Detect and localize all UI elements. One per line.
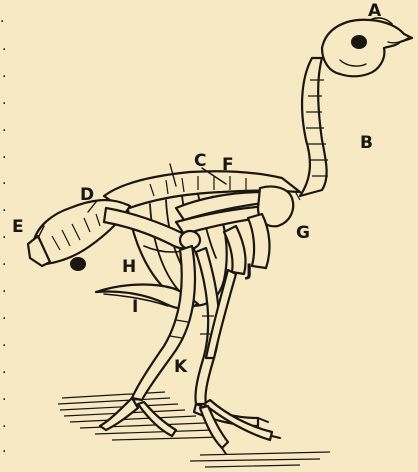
margin-mark: .	[2, 415, 6, 431]
margin-mark: .	[2, 38, 6, 54]
label-h: H	[122, 257, 136, 277]
margin-mark: .	[2, 226, 6, 242]
margin-mark: .	[2, 440, 6, 456]
left-margin-marks: . . . . . . . . . . . . . . . . .	[0, 10, 6, 456]
margin-mark: .	[2, 199, 6, 215]
margin-mark: .	[2, 92, 6, 108]
label-a: A	[368, 1, 382, 21]
label-j: J	[245, 261, 252, 281]
label-d: D	[80, 185, 94, 205]
margin-mark: .	[2, 65, 6, 81]
margin-mark: .	[2, 146, 6, 162]
skull	[322, 18, 412, 76]
ground-shadow	[58, 392, 330, 467]
label-f: F	[222, 155, 234, 175]
label-i: I	[132, 297, 138, 317]
margin-mark: .	[2, 307, 6, 323]
margin-mark: .	[2, 253, 6, 269]
margin-mark: .	[2, 361, 6, 377]
margin-mark: .	[2, 388, 6, 404]
label-e: E	[12, 217, 24, 237]
margin-mark: .	[2, 119, 6, 135]
margin-mark: .	[2, 172, 6, 188]
margin-mark: .	[2, 334, 6, 350]
margin-mark: .	[0, 10, 4, 26]
label-b: B	[360, 133, 373, 153]
label-k: K	[174, 357, 188, 377]
label-g: G	[296, 223, 310, 243]
label-c: C	[194, 151, 206, 171]
margin-mark: .	[2, 280, 6, 296]
